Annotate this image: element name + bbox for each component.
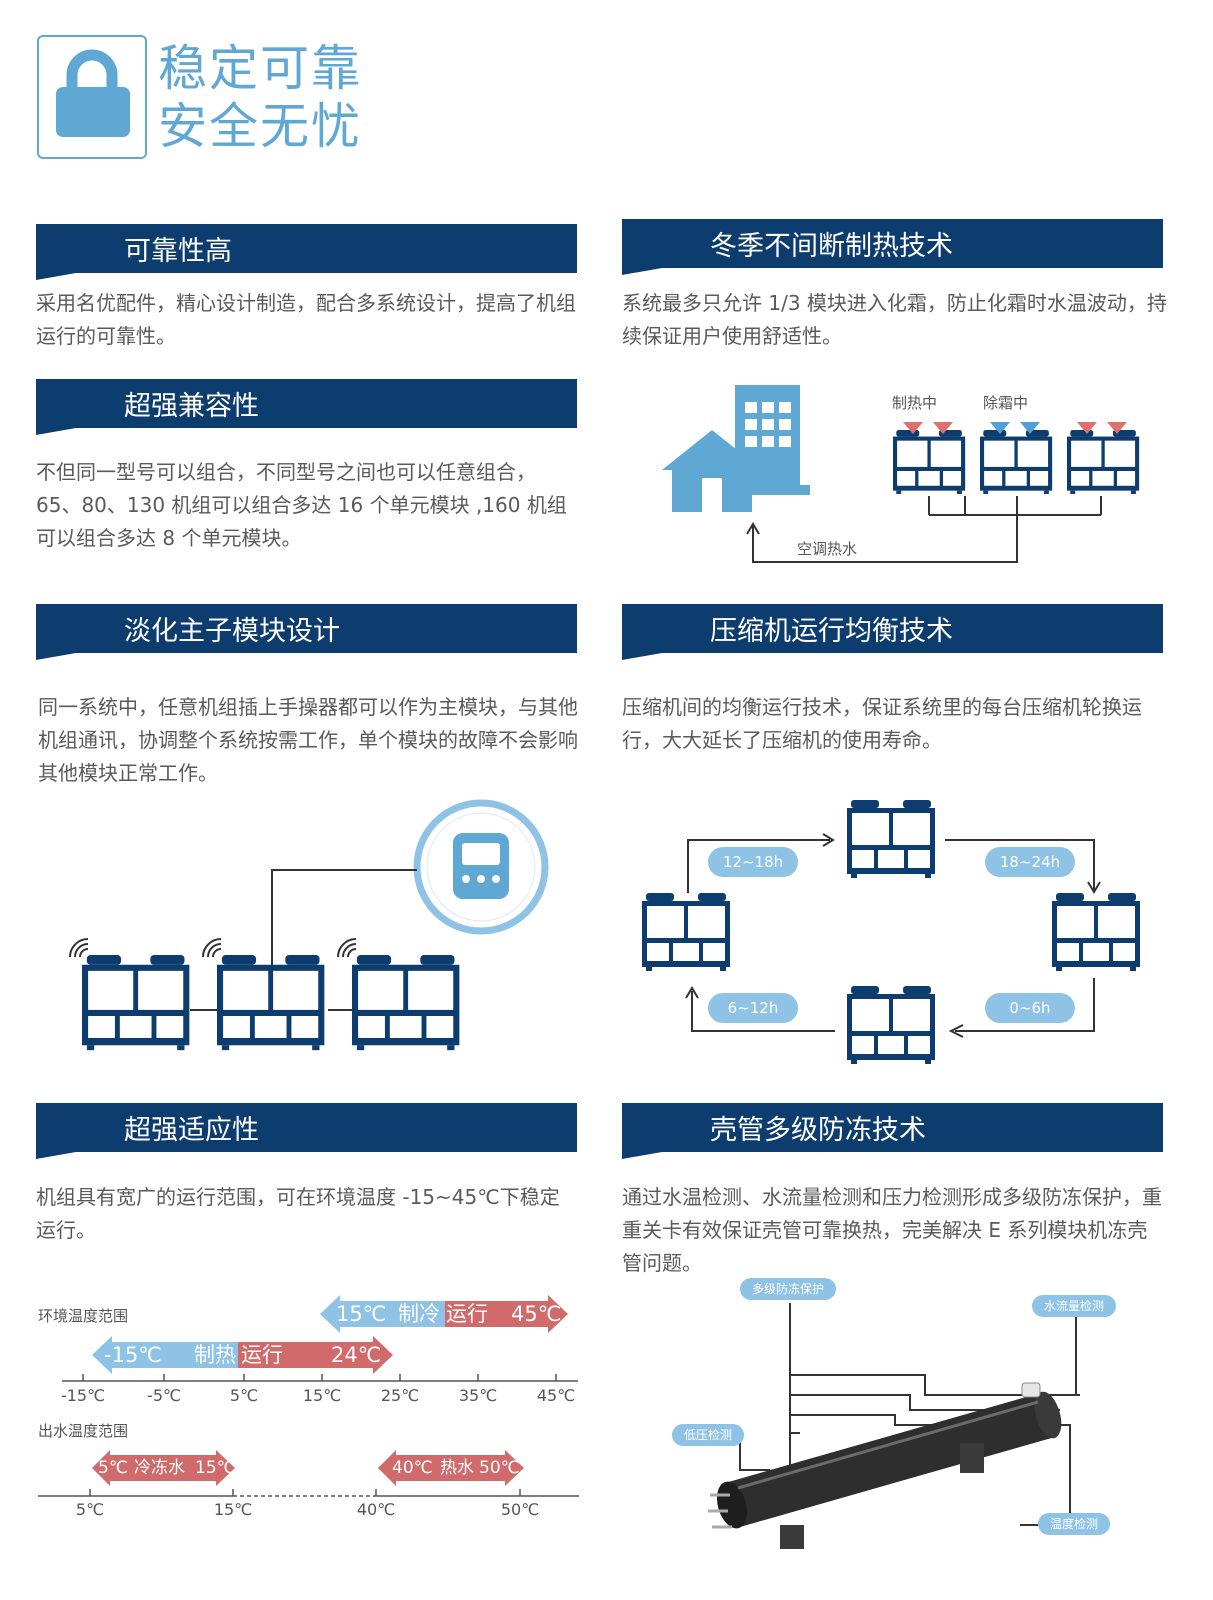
ambient-tick: 45℃	[536, 1386, 576, 1405]
outlet-tick: 15℃	[213, 1500, 253, 1519]
hot-from: 40℃	[392, 1458, 433, 1478]
hot-to: 50℃	[479, 1458, 520, 1478]
outlet-tick: 40℃	[356, 1500, 396, 1519]
heating-run: 运行	[241, 1343, 283, 1367]
compatibility-title: 超强兼容性	[124, 391, 259, 422]
chilled-to: 15℃	[195, 1458, 236, 1478]
heat-exchanger-icon	[708, 1382, 1062, 1549]
compressor-title: 压缩机运行均衡技术	[710, 616, 953, 647]
adaptability-title: 超强适应性	[124, 1115, 259, 1146]
cycle-time-4: 0~6h	[985, 993, 1075, 1023]
multi-protection-label: 多级防冻保护	[740, 1278, 837, 1300]
shell-tube-diagram	[708, 1303, 1080, 1549]
winter-header: 冬季不间断制热技术	[622, 219, 1163, 275]
cooling-range-arrow	[320, 1295, 568, 1333]
cooling-from: 15℃	[336, 1302, 387, 1326]
compressor-header: 压缩机运行均衡技术	[622, 604, 1163, 660]
antifreeze-header: 壳管多级防冻技术	[622, 1103, 1163, 1159]
antifreeze-body: 通过水温检测、水流量检测和压力检测形成多级防冻保护，重重关卡有效保证壳管可靠换热…	[622, 1185, 1162, 1275]
chilled-water-arrow	[92, 1450, 235, 1486]
flow-detection-label: 水流量检测	[1032, 1295, 1117, 1317]
heating-range-arrow	[92, 1336, 393, 1374]
ambient-tick: 25℃	[380, 1386, 420, 1405]
ambient-range-label: 环境温度范围	[38, 1307, 129, 1325]
ambient-tick: 35℃	[458, 1386, 498, 1405]
compressor-cycle	[642, 800, 1140, 1064]
reliability-title: 可靠性高	[124, 236, 232, 267]
hero-title: 稳定可靠 安全无忧	[158, 40, 362, 156]
master-title: 淡化主子模块设计	[124, 616, 340, 647]
heating-mode: 制热	[194, 1343, 236, 1367]
reliability-header: 可靠性高	[36, 224, 577, 280]
outlet-axis	[38, 1489, 579, 1497]
cooling-mode: 制冷	[398, 1302, 440, 1326]
lock-icon	[56, 49, 130, 137]
hero-title-line1: 稳定可靠	[158, 40, 363, 97]
adaptability-header: 超强适应性	[36, 1103, 577, 1159]
heating-units	[893, 430, 1140, 494]
compatibility-header: 超强兼容性	[36, 379, 577, 435]
hero-title-line2: 安全无忧	[158, 98, 363, 155]
hot-mode: 热水	[440, 1458, 474, 1478]
cycle-time-1: 12~18h	[708, 847, 798, 877]
ambient-tick: 5℃	[229, 1386, 259, 1405]
master-diagram	[69, 799, 549, 1051]
antifreeze-title: 壳管多级防冻技术	[710, 1115, 926, 1146]
chilled-mode: 冷冻水	[134, 1458, 185, 1478]
outlet-tick: 50℃	[500, 1500, 540, 1519]
winter-title: 冬季不间断制热技术	[710, 231, 953, 262]
master-header: 淡化主子模块设计	[36, 604, 577, 660]
cooling-run: 运行	[446, 1302, 488, 1326]
heating-to: 24℃	[331, 1343, 382, 1367]
controller-icon	[453, 833, 509, 899]
ambient-tick: 15℃	[302, 1386, 342, 1405]
temperature-detection-label: 温度检测	[1038, 1513, 1111, 1535]
outlet-tick: 5℃	[75, 1500, 105, 1519]
reliability-body: 采用名优配件，精心设计制造，配合多系统设计，提高了机组运行的可靠性。	[36, 291, 576, 348]
chilled-from: 5℃	[98, 1458, 128, 1478]
master-body: 同一系统中，任意机组插上手操器都可以作为主模块，与其他机组通讯，协调整个系统按需…	[38, 695, 578, 785]
cycle-time-3: 6~12h	[708, 993, 798, 1023]
ambient-tick: -5℃	[147, 1386, 181, 1405]
hot-water-label: 空调热水	[797, 540, 858, 558]
cooling-to: 45℃	[511, 1302, 562, 1326]
ambient-tick: -15℃	[60, 1386, 106, 1405]
module-units	[82, 955, 460, 1051]
status-arrows	[903, 422, 1127, 434]
heating-label: 制热中	[892, 394, 938, 412]
adaptability-body: 机组具有宽广的运行范围，可在环境温度 -15~45℃下稳定运行。	[36, 1185, 560, 1242]
building-icon	[662, 385, 810, 512]
compressor-body: 压缩机间的均衡运行技术，保证系统里的每台压缩机轮换运行，大大延长了压缩机的使用寿…	[622, 695, 1142, 752]
winter-diagram	[662, 385, 1140, 563]
hero-icon-box	[37, 35, 147, 159]
hot-water-arrow	[378, 1450, 524, 1486]
defrosting-label: 除霜中	[983, 394, 1029, 412]
winter-body: 系统最多只允许 1/3 模块进入化霜，防止化霜时水温波动，持续保证用户使用舒适性…	[622, 291, 1167, 348]
cycle-time-2: 18~24h	[985, 847, 1075, 877]
ambient-axis	[62, 1374, 578, 1382]
heating-from: -15℃	[104, 1343, 162, 1367]
compatibility-body: 不但同一型号可以组合，不同型号之间也可以任意组合，65、80、130 机组可以组…	[36, 460, 567, 550]
outlet-range-label: 出水温度范围	[38, 1422, 129, 1440]
low-pressure-label: 低压检测	[672, 1424, 745, 1446]
wifi-icons	[69, 938, 357, 958]
